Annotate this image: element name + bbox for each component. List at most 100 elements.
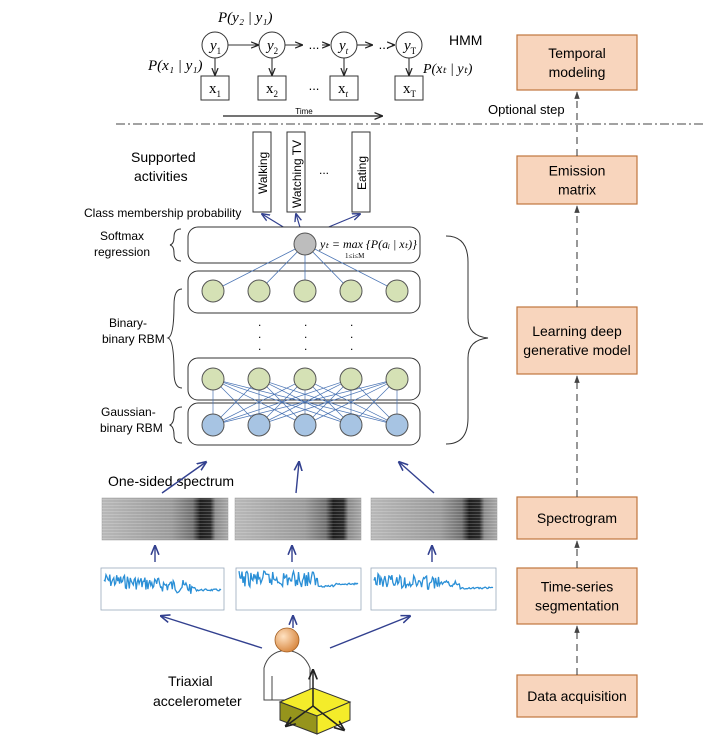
activity-box-eating [351, 131, 371, 213]
hmm-observation-box [200, 75, 230, 101]
layer-ellipsis-dot: . [258, 327, 261, 341]
activity-watching-tv-label: Watching TV [290, 140, 304, 208]
pipeline-step-label: matrix [558, 182, 596, 198]
network-edge [258, 378, 398, 426]
bb-rbm-label-line1: Binary- [109, 316, 147, 330]
gb-rbm-label-line1: Gaussian- [101, 405, 156, 419]
layer-ellipsis-dot: . [304, 339, 307, 353]
softmax-label-line2: regression [94, 245, 150, 259]
pipeline-step-label: modeling [549, 64, 606, 80]
activity-walking-label: Walking [256, 152, 270, 194]
hmm-observation-box [394, 75, 424, 101]
gb-rbm-label-line2: binary RBM [100, 421, 163, 435]
activity-boxes: Walking Watching TV ... Eating [252, 131, 371, 213]
bb-rbm-label-line2: binary RBM [102, 332, 165, 346]
time-label: Time [295, 107, 313, 116]
hmm-observation-box [257, 75, 287, 101]
dbn-network: ......... yₜ = max {P(aᵢ | xₜ)} 1≤i≤M [187, 226, 421, 446]
hidden-unit [201, 367, 225, 391]
optional-step-label: Optional step [488, 102, 565, 117]
hidden-unit [339, 367, 363, 391]
bb-rbm-brace [166, 288, 183, 389]
supported-activities-line1: Supported [131, 149, 196, 165]
pipeline-step-label: Time-series [541, 579, 614, 595]
layer-ellipsis-dot: . [304, 327, 307, 341]
gb-rbm-brace [168, 406, 183, 444]
hmm-ellipsis: ... [379, 37, 390, 52]
spectrum-to-network-arrows [161, 462, 435, 494]
sensor-label-line2: accelerometer [153, 693, 242, 709]
spectrogram-texture [371, 498, 497, 540]
signal-to-spectrum-arrows [155, 546, 432, 562]
visible-unit [293, 413, 317, 437]
layer-ellipsis-dot: . [304, 315, 307, 329]
pipeline-step-box [516, 34, 638, 91]
emission-prob-first-label: P(x₁ | y₁) [147, 58, 203, 74]
activity-eating-label: Eating [355, 156, 369, 190]
pipeline-step-label: Data acquisition [527, 688, 627, 704]
pipeline-step-label: Spectrogram [537, 510, 617, 526]
accelerometer-signal [238, 568, 359, 589]
pipeline-step-box [516, 306, 638, 375]
spectrogram-texture [102, 498, 228, 540]
visible-unit [247, 413, 271, 437]
network-edge [212, 378, 306, 426]
hidden-unit [385, 279, 409, 303]
pipeline-step-label: Temporal [548, 45, 606, 61]
layer-ellipsis-dot: . [350, 327, 353, 341]
softmax-label-line1: Softmax [100, 229, 144, 243]
accelerometer-icon [278, 670, 352, 735]
model-brace [445, 235, 489, 445]
pipeline-step-label: Emission [549, 163, 606, 179]
pipeline-step-label: Learning deep [532, 323, 622, 339]
spectrograms [101, 497, 498, 541]
pipeline-step-label: generative model [523, 342, 630, 358]
layer-ellipsis-dot: . [350, 339, 353, 353]
hidden-unit [293, 367, 317, 391]
hidden-unit [201, 279, 225, 303]
pipeline-step-box [516, 567, 638, 625]
visible-unit [385, 413, 409, 437]
layer-labels: Softmax regression Binary- binary RBM Ga… [94, 228, 183, 444]
network-edge [212, 378, 352, 426]
network-edge [304, 378, 398, 426]
layer-ellipsis-dot: . [258, 339, 261, 353]
hidden-unit [293, 279, 317, 303]
spectrum-label: One-sided spectrum [108, 473, 234, 489]
softmax-formula-range: 1≤i≤M [345, 252, 365, 260]
network-edge [304, 243, 398, 292]
pipeline-step-label: segmentation [535, 598, 619, 614]
pipeline-step-box [516, 674, 638, 718]
hidden-unit [247, 279, 271, 303]
hmm-observation-label: xt [338, 81, 349, 99]
sensor-label-line1: Triaxial [168, 673, 213, 689]
hidden-unit [247, 367, 271, 391]
class-membership-label: Class membership probability [84, 206, 241, 220]
output-unit [293, 232, 317, 256]
network-edge [212, 378, 398, 426]
layer-ellipsis-dot: . [350, 315, 353, 329]
hmm-observation-box [329, 75, 359, 101]
activity-ellipsis: ... [319, 163, 329, 177]
person-icon [263, 627, 311, 701]
spectrogram-texture [235, 498, 361, 540]
emission-prob-last-label: P(xₜ | yₜ) [422, 62, 473, 77]
sensor-to-signal-arrows [161, 616, 410, 649]
pipeline-step-box [516, 496, 638, 540]
supported-activities-line2: activities [134, 168, 188, 184]
pipeline-step-box [516, 155, 638, 205]
signal-plot-frame [370, 567, 497, 611]
hmm-ellipsis: ... [309, 78, 320, 93]
layer-ellipsis-dot: . [258, 315, 261, 329]
accelerometer-signal [373, 571, 494, 590]
accelerometer-signal [103, 572, 222, 594]
signal-plots [100, 567, 497, 611]
hmm-ellipsis: ... [309, 37, 320, 52]
hidden-unit [339, 279, 363, 303]
activity-box-walking [252, 131, 272, 213]
hidden-unit [385, 367, 409, 391]
visible-unit [339, 413, 363, 437]
